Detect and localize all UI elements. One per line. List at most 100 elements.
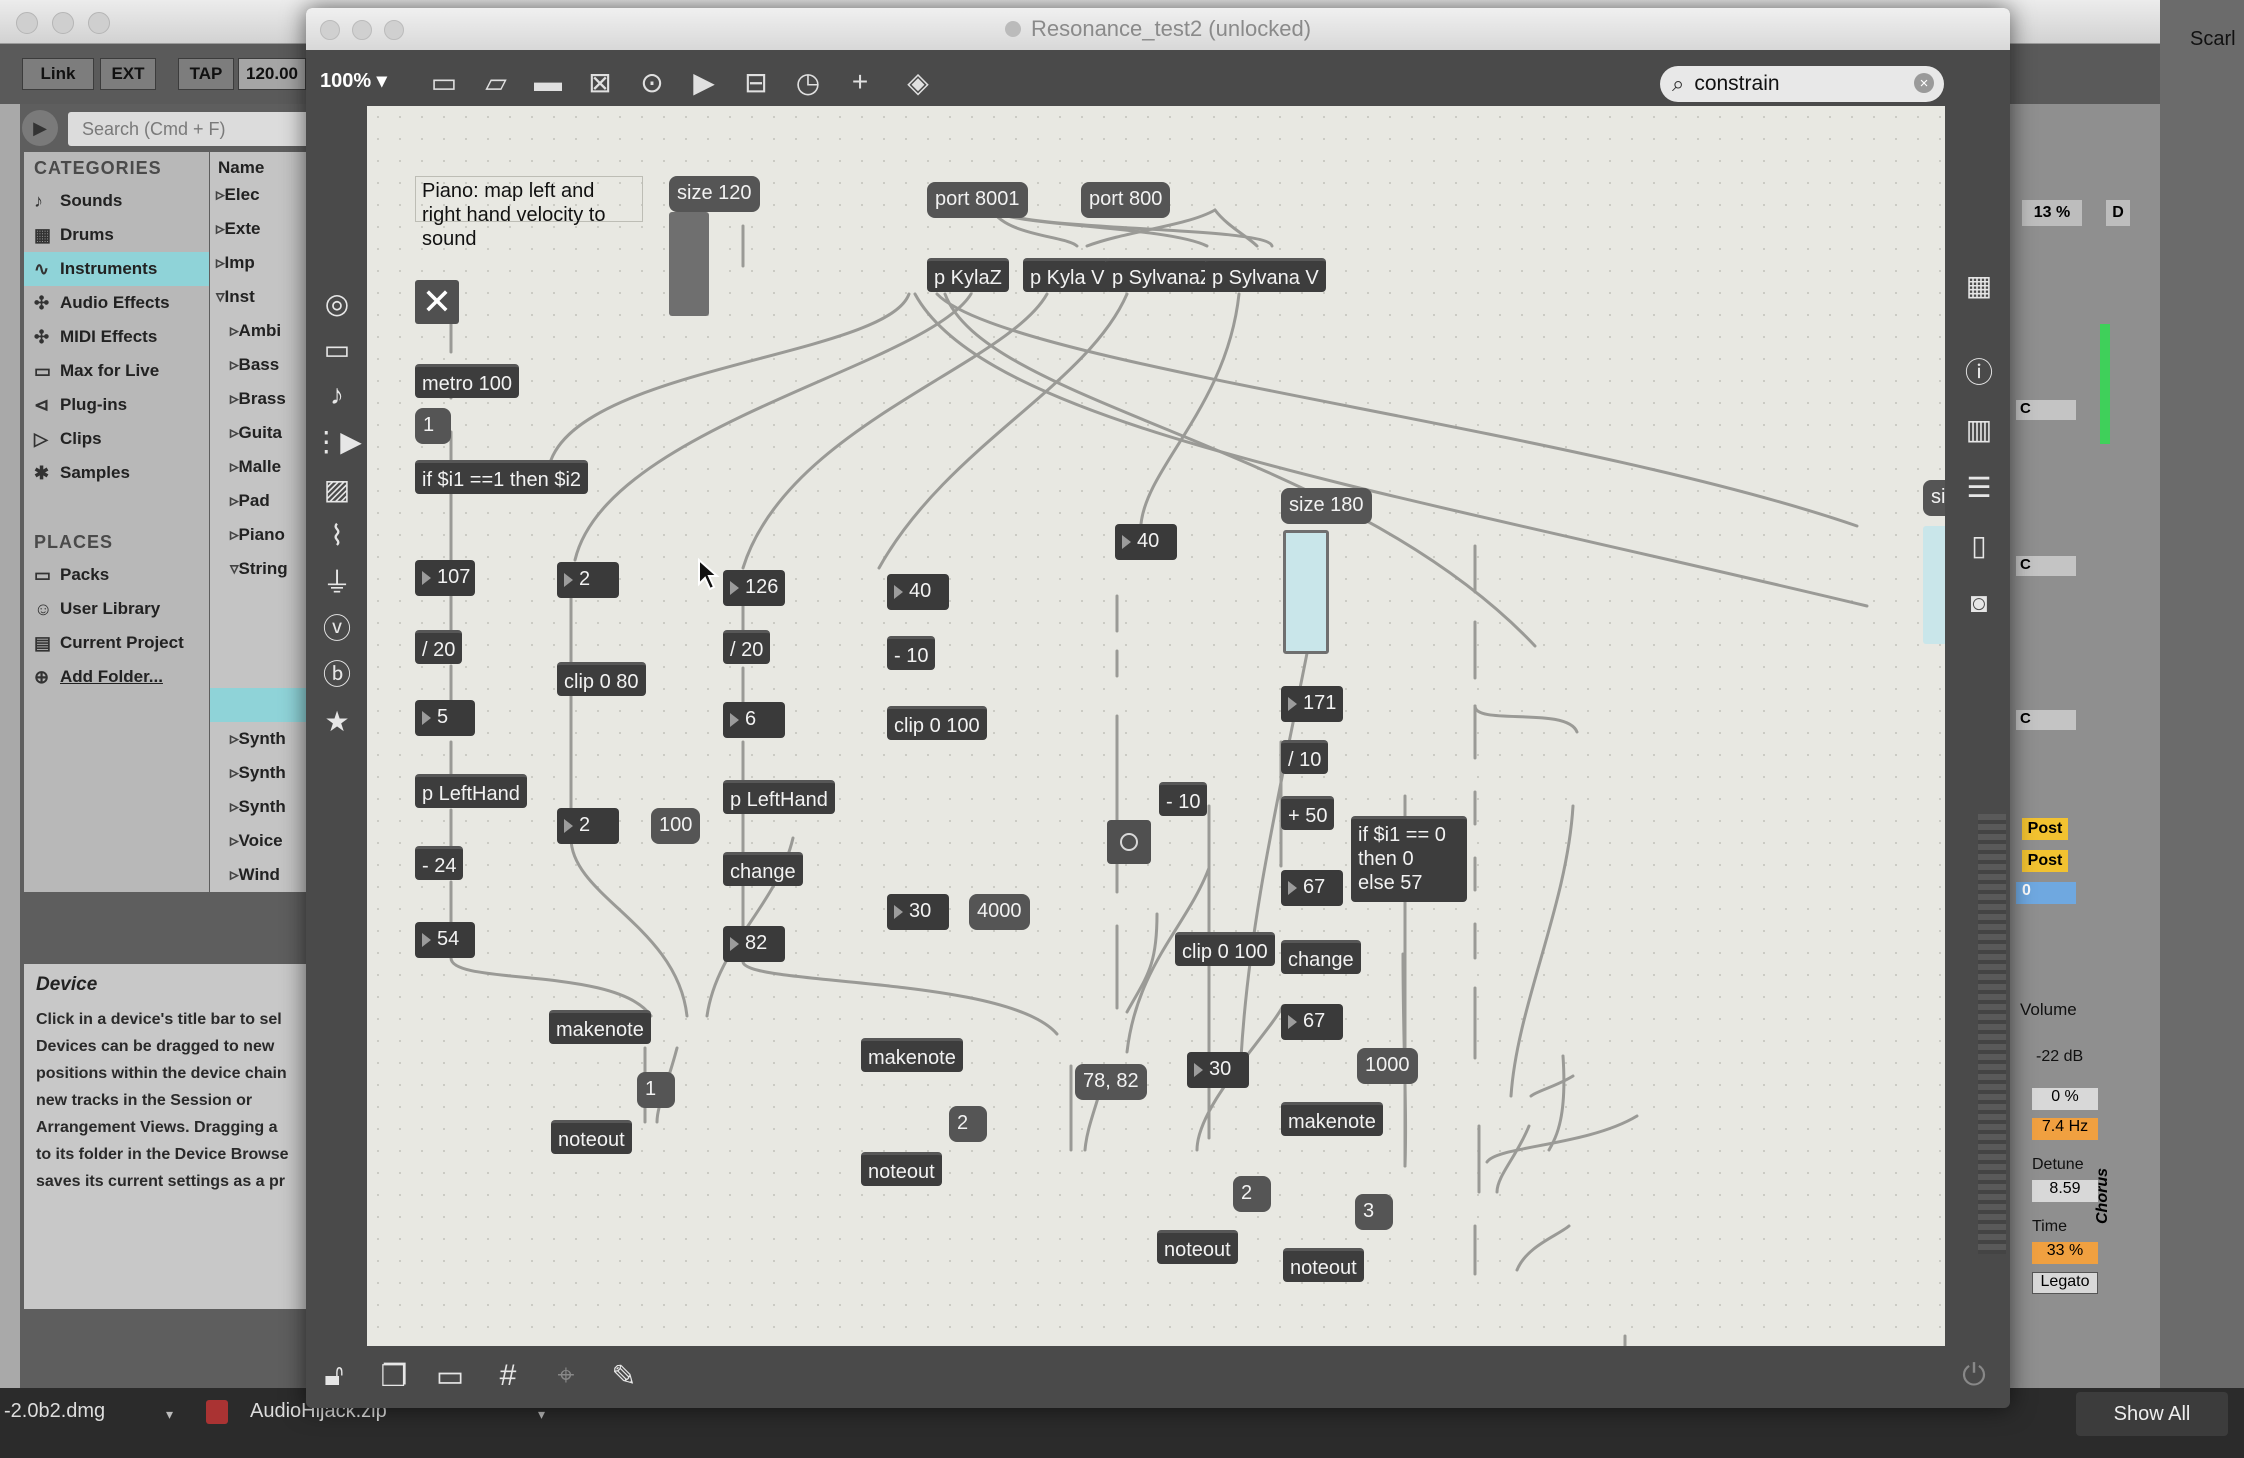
message-size-180[interactable]: size 180 bbox=[1281, 488, 1372, 524]
object-minus-24[interactable]: - 24 bbox=[415, 846, 464, 880]
slider[interactable] bbox=[1283, 530, 1329, 654]
message-partial[interactable]: si bbox=[1923, 480, 1945, 516]
crossfade-c[interactable]: C bbox=[2016, 710, 2076, 730]
number-icon[interactable]: ▶ bbox=[693, 66, 715, 98]
number-box[interactable]: 30 bbox=[887, 894, 949, 930]
info-icon[interactable]: ⓘ bbox=[1964, 357, 1993, 388]
star-icon[interactable]: ★ bbox=[324, 705, 350, 737]
object-noteout[interactable]: noteout bbox=[1157, 1230, 1238, 1264]
object-makenote[interactable]: makenote bbox=[861, 1038, 963, 1072]
columns-icon[interactable]: ▥ bbox=[1965, 413, 1993, 445]
browser-list-item[interactable]: ▹ Exte bbox=[210, 212, 310, 246]
place-user-library[interactable]: ☺User Library bbox=[34, 598, 161, 619]
browser-list-item[interactable]: ▹ Synth bbox=[210, 756, 310, 790]
object-p-lefthand[interactable]: p LeftHand bbox=[723, 780, 835, 814]
number-box[interactable]: 2 bbox=[557, 562, 619, 598]
power-icon[interactable]: ⏻ bbox=[1962, 1359, 1986, 1392]
paint-bucket-icon[interactable]: ◈ bbox=[907, 66, 929, 98]
patcher-search-box[interactable]: ⌕ × bbox=[1660, 66, 1944, 102]
browser-list-item[interactable]: ▿ Inst bbox=[210, 280, 310, 314]
category-instruments[interactable]: ∿Instruments bbox=[24, 252, 209, 286]
show-all-button[interactable]: Show All bbox=[2076, 1392, 2228, 1436]
category-plug-ins[interactable]: ⊲Plug-ins bbox=[34, 394, 128, 415]
plus-icon[interactable]: + bbox=[851, 66, 869, 97]
object-makenote[interactable]: makenote bbox=[549, 1010, 651, 1044]
message-size-120[interactable]: size 120 bbox=[669, 176, 760, 212]
number-box[interactable]: 6 bbox=[723, 702, 785, 738]
browser-list-item[interactable]: ▹ Brass bbox=[210, 382, 310, 416]
disclosure-triangle-icon[interactable]: ▹ bbox=[230, 797, 239, 816]
target-icon[interactable]: ◎ bbox=[324, 287, 350, 319]
object-clip-0-100[interactable]: clip 0 100 bbox=[887, 706, 987, 740]
ext-button[interactable]: EXT bbox=[100, 58, 156, 90]
object-if-else[interactable]: if $i1 == 0 then 0 else 57 bbox=[1351, 816, 1467, 902]
volume-value[interactable]: -22 dB bbox=[2036, 1048, 2084, 1065]
comment-icon[interactable]: ▬ bbox=[534, 66, 562, 97]
object-clip-0-100[interactable]: clip 0 100 bbox=[1175, 932, 1275, 966]
bang-button[interactable] bbox=[1107, 820, 1151, 864]
snap-icon[interactable]: ⌖ bbox=[557, 1359, 575, 1392]
image-icon[interactable]: ▨ bbox=[323, 473, 351, 505]
paperclip-icon[interactable]: ⌇ bbox=[330, 519, 344, 551]
zoom-window-button[interactable] bbox=[384, 20, 404, 40]
track-value[interactable]: 0 bbox=[2016, 882, 2076, 904]
message-78-82[interactable]: 78, 82 bbox=[1075, 1064, 1147, 1100]
sequence-icon[interactable]: ⋮▶ bbox=[312, 425, 362, 457]
category-max-for-live[interactable]: ▭Max for Live bbox=[34, 360, 160, 381]
chevron-down-icon[interactable]: ▾ bbox=[538, 1406, 546, 1422]
zoom-window-button[interactable] bbox=[88, 12, 110, 34]
object-div-20[interactable]: / 20 bbox=[723, 630, 771, 664]
object-p-kyla-v[interactable]: p Kyla V bbox=[1023, 258, 1112, 292]
number-box[interactable]: 40 bbox=[1115, 524, 1177, 560]
unlock-icon[interactable]: 🔓︎ bbox=[324, 1359, 344, 1392]
browser-list-item[interactable]: ▹ Bass bbox=[210, 348, 310, 382]
number-box[interactable]: 126 bbox=[723, 570, 785, 606]
book-icon[interactable]: ▯ bbox=[1971, 529, 1987, 561]
object-p-kylaz[interactable]: p KylaZ bbox=[927, 258, 1009, 292]
message-100[interactable]: 100 bbox=[651, 808, 701, 844]
browser-list-item[interactable]: ▹ Voice bbox=[210, 824, 310, 858]
object-div-20[interactable]: / 20 bbox=[415, 630, 463, 664]
category-sounds[interactable]: ♪Sounds bbox=[34, 190, 123, 211]
disclosure-triangle-icon[interactable]: ▹ bbox=[216, 185, 225, 204]
minimize-window-button[interactable] bbox=[352, 20, 372, 40]
place-packs[interactable]: ▭Packs bbox=[34, 564, 110, 585]
b-circle-icon[interactable]: ⓑ bbox=[322, 659, 351, 690]
browser-list-item[interactable]: ▹ Pad bbox=[210, 484, 310, 518]
zoom-menu[interactable]: 100% ▾ bbox=[320, 70, 387, 92]
slider[interactable] bbox=[669, 212, 709, 316]
disclosure-triangle-icon[interactable]: ▹ bbox=[230, 831, 239, 850]
play-preview-icon[interactable]: ▶ bbox=[22, 110, 58, 146]
object-div-10[interactable]: / 10 bbox=[1281, 740, 1329, 774]
toggle[interactable]: ✕ bbox=[415, 280, 459, 324]
number-box[interactable]: 54 bbox=[415, 922, 475, 958]
chevron-down-icon[interactable]: ▾ bbox=[166, 1406, 174, 1422]
post-button[interactable]: Post bbox=[2022, 850, 2068, 872]
clear-search-icon[interactable]: × bbox=[1914, 73, 1934, 93]
number-box[interactable]: 30 bbox=[1187, 1052, 1249, 1088]
search-input[interactable] bbox=[1692, 71, 1897, 97]
object-change[interactable]: change bbox=[1281, 940, 1361, 974]
list-icon[interactable]: ☰ bbox=[1966, 471, 1992, 503]
disclosure-triangle-icon[interactable]: ▹ bbox=[216, 219, 225, 238]
message-1[interactable]: 1 bbox=[415, 408, 451, 444]
browser-list-item[interactable]: ▹ Piano bbox=[210, 518, 310, 552]
slider[interactable] bbox=[1923, 526, 1945, 644]
message-2[interactable]: 2 bbox=[1233, 1176, 1271, 1212]
detune-value[interactable]: 8.59 bbox=[2032, 1180, 2098, 1202]
link-button[interactable]: Link bbox=[22, 58, 94, 90]
disclosure-triangle-icon[interactable]: ▹ bbox=[230, 729, 239, 748]
time-value[interactable]: 33 % bbox=[2032, 1242, 2098, 1264]
add-folder-link[interactable]: ⊕Add Folder... bbox=[34, 666, 163, 687]
number-box[interactable]: 67 bbox=[1281, 1004, 1343, 1040]
message-port-8001[interactable]: port 8001 bbox=[927, 182, 1028, 218]
number-box[interactable]: 40 bbox=[887, 574, 949, 610]
bang-icon[interactable]: ⊙ bbox=[640, 66, 664, 98]
legato-button[interactable]: Legato bbox=[2032, 1272, 2098, 1294]
object-metro[interactable]: metro 100 bbox=[415, 364, 520, 398]
disclosure-triangle-icon[interactable]: ▿ bbox=[230, 559, 239, 578]
browser-list-item[interactable]: ▹ Wind bbox=[210, 858, 310, 892]
grid-icon[interactable]: # bbox=[499, 1359, 517, 1392]
number-box[interactable]: 107 bbox=[415, 560, 475, 596]
browser-list-item[interactable] bbox=[210, 688, 310, 722]
